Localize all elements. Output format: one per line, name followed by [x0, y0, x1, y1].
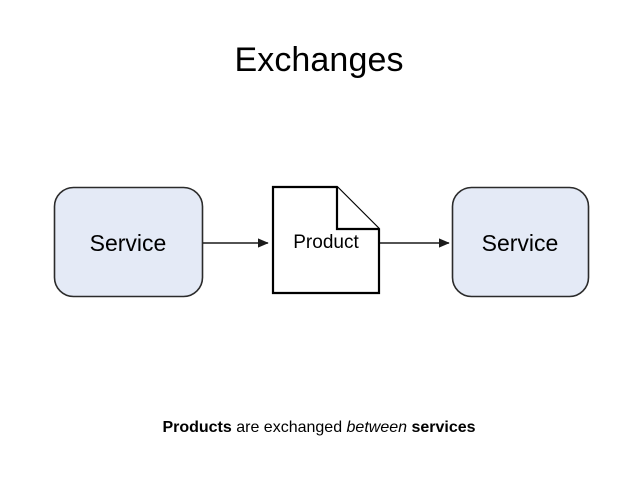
- node-product[interactable]: [271, 185, 381, 295]
- node-service-right[interactable]: [451, 186, 590, 298]
- caption-word-between: between: [346, 419, 408, 436]
- caption-word-products: Products: [162, 419, 232, 436]
- page-title: Exchanges: [234, 41, 404, 79]
- caption-phrase-are-exchanged: are exchanged: [231, 419, 347, 436]
- node-service-left[interactable]: [53, 186, 204, 298]
- caption-word-services: services: [407, 419, 476, 436]
- document-fold-icon: [335, 187, 379, 231]
- caption-text: Products are exchanged between services: [0, 417, 638, 439]
- document-body: [271, 185, 381, 295]
